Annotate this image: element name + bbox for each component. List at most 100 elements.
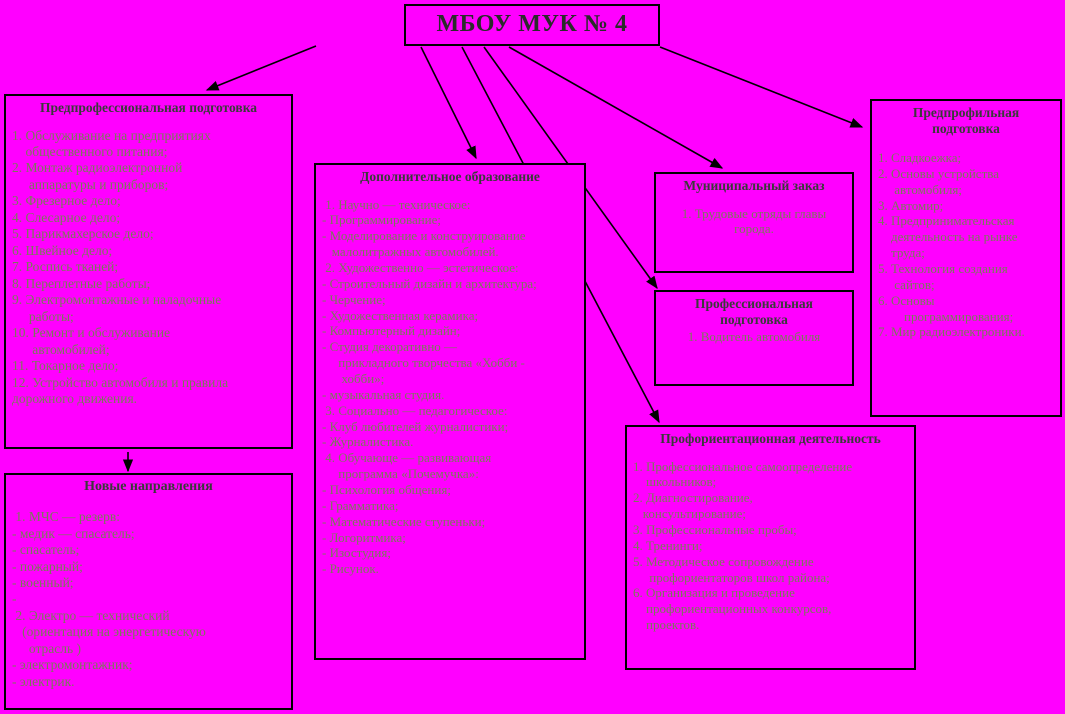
list-item: 8. Переплетные работы; [12,275,151,291]
list-item: - Моделирование и конструирование [322,228,526,244]
list-item: 7. Роспись тканей; [12,259,119,275]
list-item: 6. Швейное дело; [12,242,113,258]
list-item: 1. Водитель автомобиля [687,329,821,345]
list-item: 1. Трудовые отряды главы [681,205,827,221]
node-career-guidance-title: Профориентационная деятельность [660,431,881,446]
list-item: 10. Ремонт и обслуживание [12,325,171,341]
list-item: 2. Художественно — эстетическое: [322,259,519,275]
list-item: общественного питания; [12,143,168,159]
list-item: - Клуб любителей журналистики; [322,418,509,434]
node-new-directions-list: 1. МЧС — резерв:- медик — спасатель;- сп… [12,509,285,690]
node-additional-education[interactable]: Дополнительное образование 1. Научно — т… [314,163,586,660]
list-item: 1. Научно — техническое: [322,196,471,212]
arrow-root-to-predprofessional [205,45,317,91]
list-item: - [12,591,17,607]
node-predprofessional[interactable]: Предпрофессиональная подготовка 1. Обслу… [4,94,293,449]
list-item: - электрик. [12,673,75,689]
list-item: программирования; [878,308,1014,324]
list-item: - Логоритмика; [322,529,406,545]
node-new-directions-title: Новые направления [84,479,213,494]
list-item: 2. Монтаж радиоэлектронной [12,160,183,176]
list-item: 1. МЧС — резерв: [12,509,121,525]
list-item: 4. Обучающе — развивающая [322,450,492,466]
list-item: малолитражных автомобилей. [322,244,499,260]
list-item: сайтов; [878,276,935,292]
node-predprofessional-title: Предпрофессиональная подготовка [39,100,258,115]
list-item: - Рисунок. [322,561,379,577]
list-item: проектов. [633,617,700,633]
list-item: программа «Почемучка»: [322,466,479,482]
list-item: 3. Автомир; [878,197,944,213]
node-preprofile-title: Предпрофильная подготовка [912,105,1020,136]
node-career-guidance[interactable]: Профориентационная деятельность 1. Профе… [625,425,916,670]
list-item: - Студия декоративно — [322,339,458,355]
list-item: 5. Парикмахерское дело; [12,226,154,242]
node-preprofile[interactable]: Предпрофильная подготовка 1. Сладкоежка;… [870,99,1062,417]
node-additional-education-list: 1. Научно — техническое:- Программирован… [322,197,578,578]
list-item: 2. Электро — технический [12,607,170,623]
node-new-directions[interactable]: Новые направления 1. МЧС — резерв:- меди… [4,473,293,710]
list-item: - Грамматика; [322,497,399,513]
list-item: деятельность на рынке [878,229,1018,245]
list-item: отрасль ) [12,640,82,656]
list-item: 4. Слесарное дело; [12,209,121,225]
node-municipal-order[interactable]: Муниципальный заказ 1. Трудовые отряды г… [654,172,854,273]
list-item: - Психология общения; [322,481,451,497]
list-item: 2. Основы устройства [878,165,999,181]
list-item: 5. Методическое сопровождение [633,553,814,569]
list-item: 12. Устройство автомобиля и правила [12,374,229,390]
list-item: 1. Сладкоежка; [878,150,962,166]
list-item: 1. Обслуживание на предприятиях [12,127,211,143]
arrow-root-to-preprofile [659,46,864,128]
list-item: - медик — спасатель; [12,525,135,541]
list-item: 7. Мир радиоэлектроники. [878,324,1025,340]
list-item: (ориентация на энергетическую [12,624,206,640]
node-professional-training-title: Профессиональная подготовка [695,296,813,327]
list-item: автомобилей; [12,341,110,357]
node-professional-training-list: 1. Водитель автомобиля [662,329,846,345]
arrow-root-to-municipal-order [508,46,724,169]
list-item: - Журналистика. [322,434,414,450]
list-item: - Программирование; [322,212,442,228]
list-item: - Строительный дизайн и архитектура; [322,275,537,291]
list-item: - Компьютерный дизайн; [322,323,461,339]
list-item: - пожарный; [12,558,83,574]
list-item: 3. Фрезерное дело; [12,193,121,209]
node-preprofile-list: 1. Сладкоежка;2. Основы устройства автом… [878,150,1054,340]
list-item: - музыкальная студия. [322,386,445,402]
list-item: 6. Основы [878,292,935,308]
list-item: работы; [12,308,74,324]
list-item: 1. Профессиональное самоопределение [633,458,853,474]
list-item: 6. Организация и проведение [633,585,795,601]
node-career-guidance-list: 1. Профессиональное самоопределение школ… [633,459,908,633]
list-item: 3. Профессиональные пробы; [633,521,797,537]
list-item: 4. Предпринимательская [878,213,1015,229]
list-item: - электромонтажник; [12,657,133,673]
list-item: 9. Электромонтажные и наладочные [12,292,222,308]
list-item: 2. Диагностирование, [633,490,753,506]
root-node[interactable]: МБОУ МУК № 4 [404,4,660,46]
list-item: - Художественная керамика; [322,307,479,323]
list-item: автомобиля; [878,181,962,197]
node-municipal-order-title: Муниципальный заказ [683,178,825,193]
node-additional-education-title: Дополнительное образование [360,169,540,184]
list-item: - Изостудия; [322,545,391,561]
root-title: МБОУ МУК № 4 [436,11,628,38]
list-item: - военный; [12,574,74,590]
list-item: - Математические ступеньки; [322,513,486,529]
list-item: 5. Технология создания [878,261,1008,277]
arrow-root-to-additional-education [420,46,477,160]
node-predprofessional-list: 1. Обслуживание на предприятиях обществе… [12,128,285,408]
list-item: - Черчение; [322,291,386,307]
list-item: дорожного движения. [12,391,138,407]
list-item: профориентаторов школ района; [633,569,830,585]
list-item: труда; [878,245,925,261]
list-item: 3. Социально — педагогическое: [322,402,508,418]
list-item: аппаратуры и приборов; [12,176,169,192]
node-professional-training[interactable]: Профессиональная подготовка 1. Водитель … [654,290,854,386]
list-item: профориентационных конкурсов, [633,601,832,617]
list-item: школьников; [633,474,717,490]
list-item: города. [734,221,774,237]
